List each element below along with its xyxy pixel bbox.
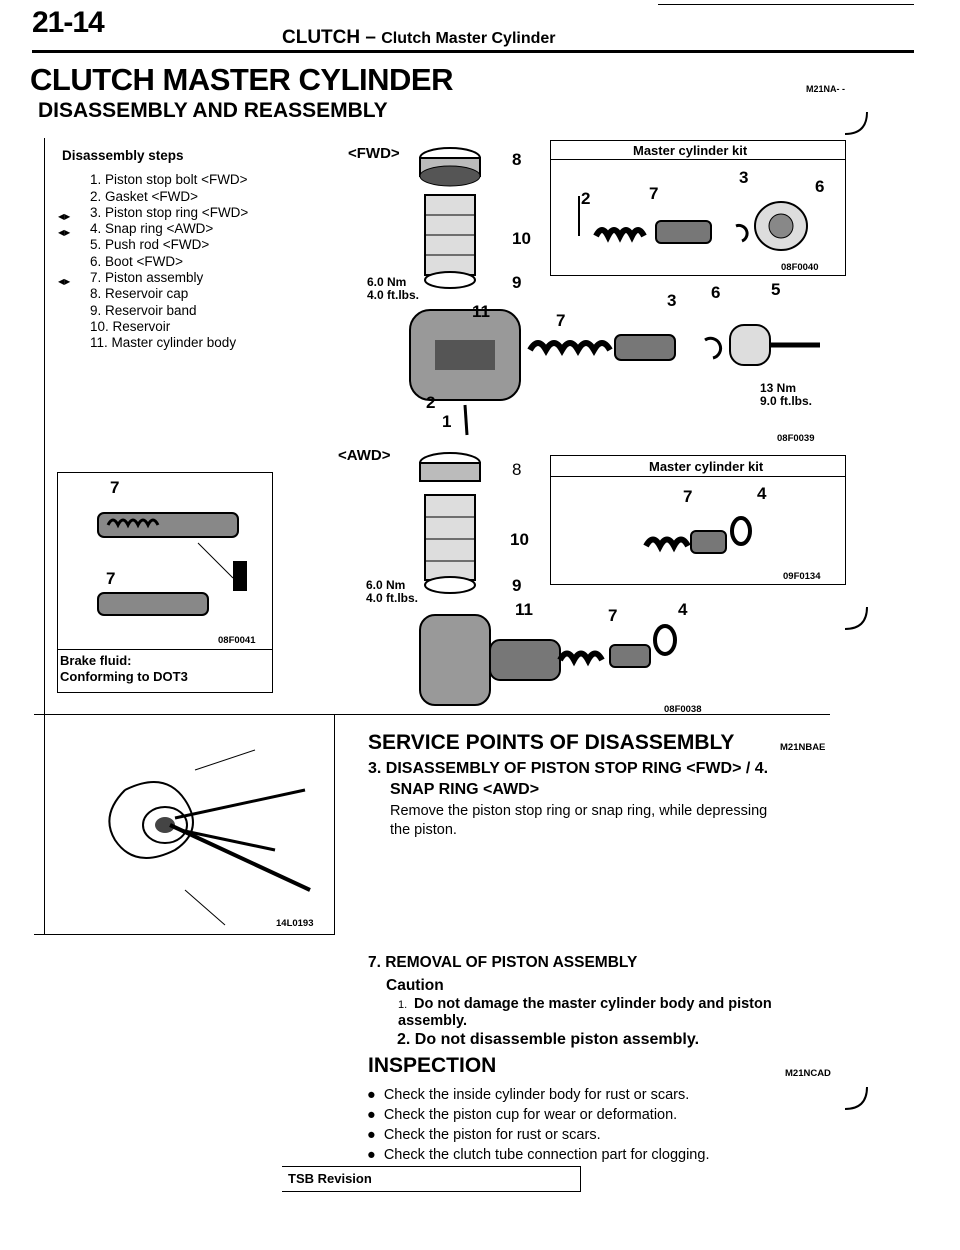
margin-hook-mark — [844, 1086, 868, 1110]
awd-piston-parts — [557, 624, 677, 668]
fwd-piston-parts — [527, 324, 820, 366]
service-item-3-text: Remove the piston stop ring or snap ring… — [390, 803, 768, 838]
awd-callout-7: 7 — [608, 606, 618, 625]
step-item: 5. Push rod <FWD> — [90, 237, 210, 253]
service-point-mark: ◀▶ — [58, 211, 71, 221]
list-item: ● Check the piston for rust or scars. — [367, 1127, 601, 1143]
subsection-name: Clutch Master Cylinder — [381, 30, 556, 47]
page-subtitle: DISASSEMBLY AND REASSEMBLY — [38, 99, 388, 122]
brake-fluid-figure-code: 08F0041 — [218, 635, 256, 646]
awd-callout-10: 10 — [510, 530, 529, 549]
fwd-kit-box: Master cylinder kit 2 7 3 6 08F0040 — [550, 140, 846, 276]
awd-figure-code: 08F0038 — [664, 704, 702, 715]
step-item: 8. Reservoir cap — [90, 286, 189, 302]
fwd-figure-code: 08F0039 — [777, 433, 815, 444]
snap-ring-pliers-illustration — [108, 749, 311, 926]
caution-label: Caution — [386, 977, 444, 994]
header-dash: – — [365, 27, 376, 48]
list-item: ● Check the piston cup for wear or defor… — [367, 1107, 678, 1123]
page-title: CLUTCH MASTER CYLINDER — [30, 62, 454, 97]
pliers-figure-code: 14L0193 — [276, 918, 314, 929]
list-item: ● Check the inside cylinder body for rus… — [367, 1087, 690, 1103]
callout-8: 8 — [512, 150, 522, 169]
callout-3: 3 — [667, 291, 677, 310]
step-item: 9. Reservoir band — [90, 302, 197, 318]
header-rule — [32, 50, 914, 53]
section-divider — [34, 714, 830, 715]
step-item: ◀▶7. Piston assembly — [58, 270, 248, 286]
fwd-reservoir-illustration — [409, 147, 521, 436]
brake-fluid-note: Brake fluid:Conforming to DOT3 — [60, 653, 188, 684]
disassembly-steps: Disassembly steps 1. Piston stop bolt <F… — [58, 148, 248, 352]
callout-1: 1 — [442, 412, 452, 431]
service-item-7-title: 7. REMOVAL OF PISTON ASSEMBLY — [368, 954, 638, 971]
service-point-mark: ◀▶ — [58, 277, 71, 287]
fwd-kit-title: Master cylinder kit — [633, 143, 748, 158]
margin-hook-mark — [844, 606, 868, 630]
page-header-title: CLUTCH – Clutch Master Cylinder — [282, 27, 556, 49]
left-margin-rule — [44, 138, 45, 935]
step-item: 11. Master cylinder body — [90, 335, 237, 351]
awd-callout-9: 9 — [512, 576, 522, 595]
awd-kit-title: Master cylinder kit — [649, 459, 764, 474]
caution-item-2: 2. Do not disassemble piston assembly. — [397, 1031, 700, 1048]
awd-callout-4: 4 — [678, 600, 688, 619]
awd-kit-box: Master cylinder kit 7 4 09F0134 — [550, 455, 846, 585]
inspection-code: M21NCAD — [785, 1068, 831, 1079]
section-name: CLUTCH — [282, 27, 361, 48]
fwd-kit-code: 08F0040 — [781, 262, 819, 273]
service-item-3-title: 3. DISASSEMBLY OF PISTON STOP RING <FWD>… — [368, 760, 769, 798]
service-point-mark: ◀▶ — [58, 228, 71, 238]
caution-item-1: 1. Do not damage the master cylinder bod… — [398, 996, 772, 1029]
title-code: M21NA- - — [806, 84, 846, 94]
steps-heading: Disassembly steps — [62, 148, 184, 163]
step-item: 2. Gasket <FWD> — [90, 188, 199, 204]
service-points-title: SERVICE POINTS OF DISASSEMBLY — [368, 731, 735, 754]
margin-hook-mark — [844, 111, 868, 135]
awd-callout-8: 8 — [512, 460, 522, 479]
inspection-list: ● Check the inside cylinder body for rus… — [367, 1085, 709, 1165]
step-item: 6. Boot <FWD> — [90, 253, 184, 269]
callout-2: 2 — [426, 393, 436, 412]
top-rule — [658, 4, 914, 5]
awd-callout-11: 11 — [515, 600, 533, 619]
callout-7: 7 — [556, 311, 566, 330]
step-item: ◀▶3. Piston stop ring <FWD> — [58, 205, 248, 221]
step-item: ◀▶4. Snap ring <AWD> — [58, 221, 248, 237]
brake-fluid-box: 7 7 08F0041 Brake fluid:Conforming to DO… — [57, 472, 273, 693]
awd-reservoir-illustration — [419, 452, 561, 706]
callout-11: 11 — [472, 302, 490, 321]
figure-divider — [334, 714, 335, 934]
inspection-title: INSPECTION — [368, 1054, 497, 1077]
page-number: 21-14 — [32, 6, 105, 39]
figure-bottom-rule — [34, 934, 335, 935]
awd-label: <AWD> — [338, 447, 391, 464]
step-item: 10. Reservoir — [90, 318, 171, 334]
callout-10: 10 — [512, 229, 531, 248]
awd-kit-code: 09F0134 — [783, 571, 821, 582]
callout-6: 6 — [711, 283, 721, 302]
list-item: ● Check the clutch tube connection part … — [367, 1147, 710, 1163]
service-points-code: M21NBAE — [780, 742, 826, 753]
callout-5: 5 — [771, 280, 781, 299]
step-item: 1. Piston stop bolt <FWD> — [90, 172, 248, 188]
callout-9: 9 — [512, 273, 522, 292]
fwd-label: <FWD> — [348, 145, 400, 162]
tsb-revision-box: TSB Revision — [282, 1166, 581, 1192]
